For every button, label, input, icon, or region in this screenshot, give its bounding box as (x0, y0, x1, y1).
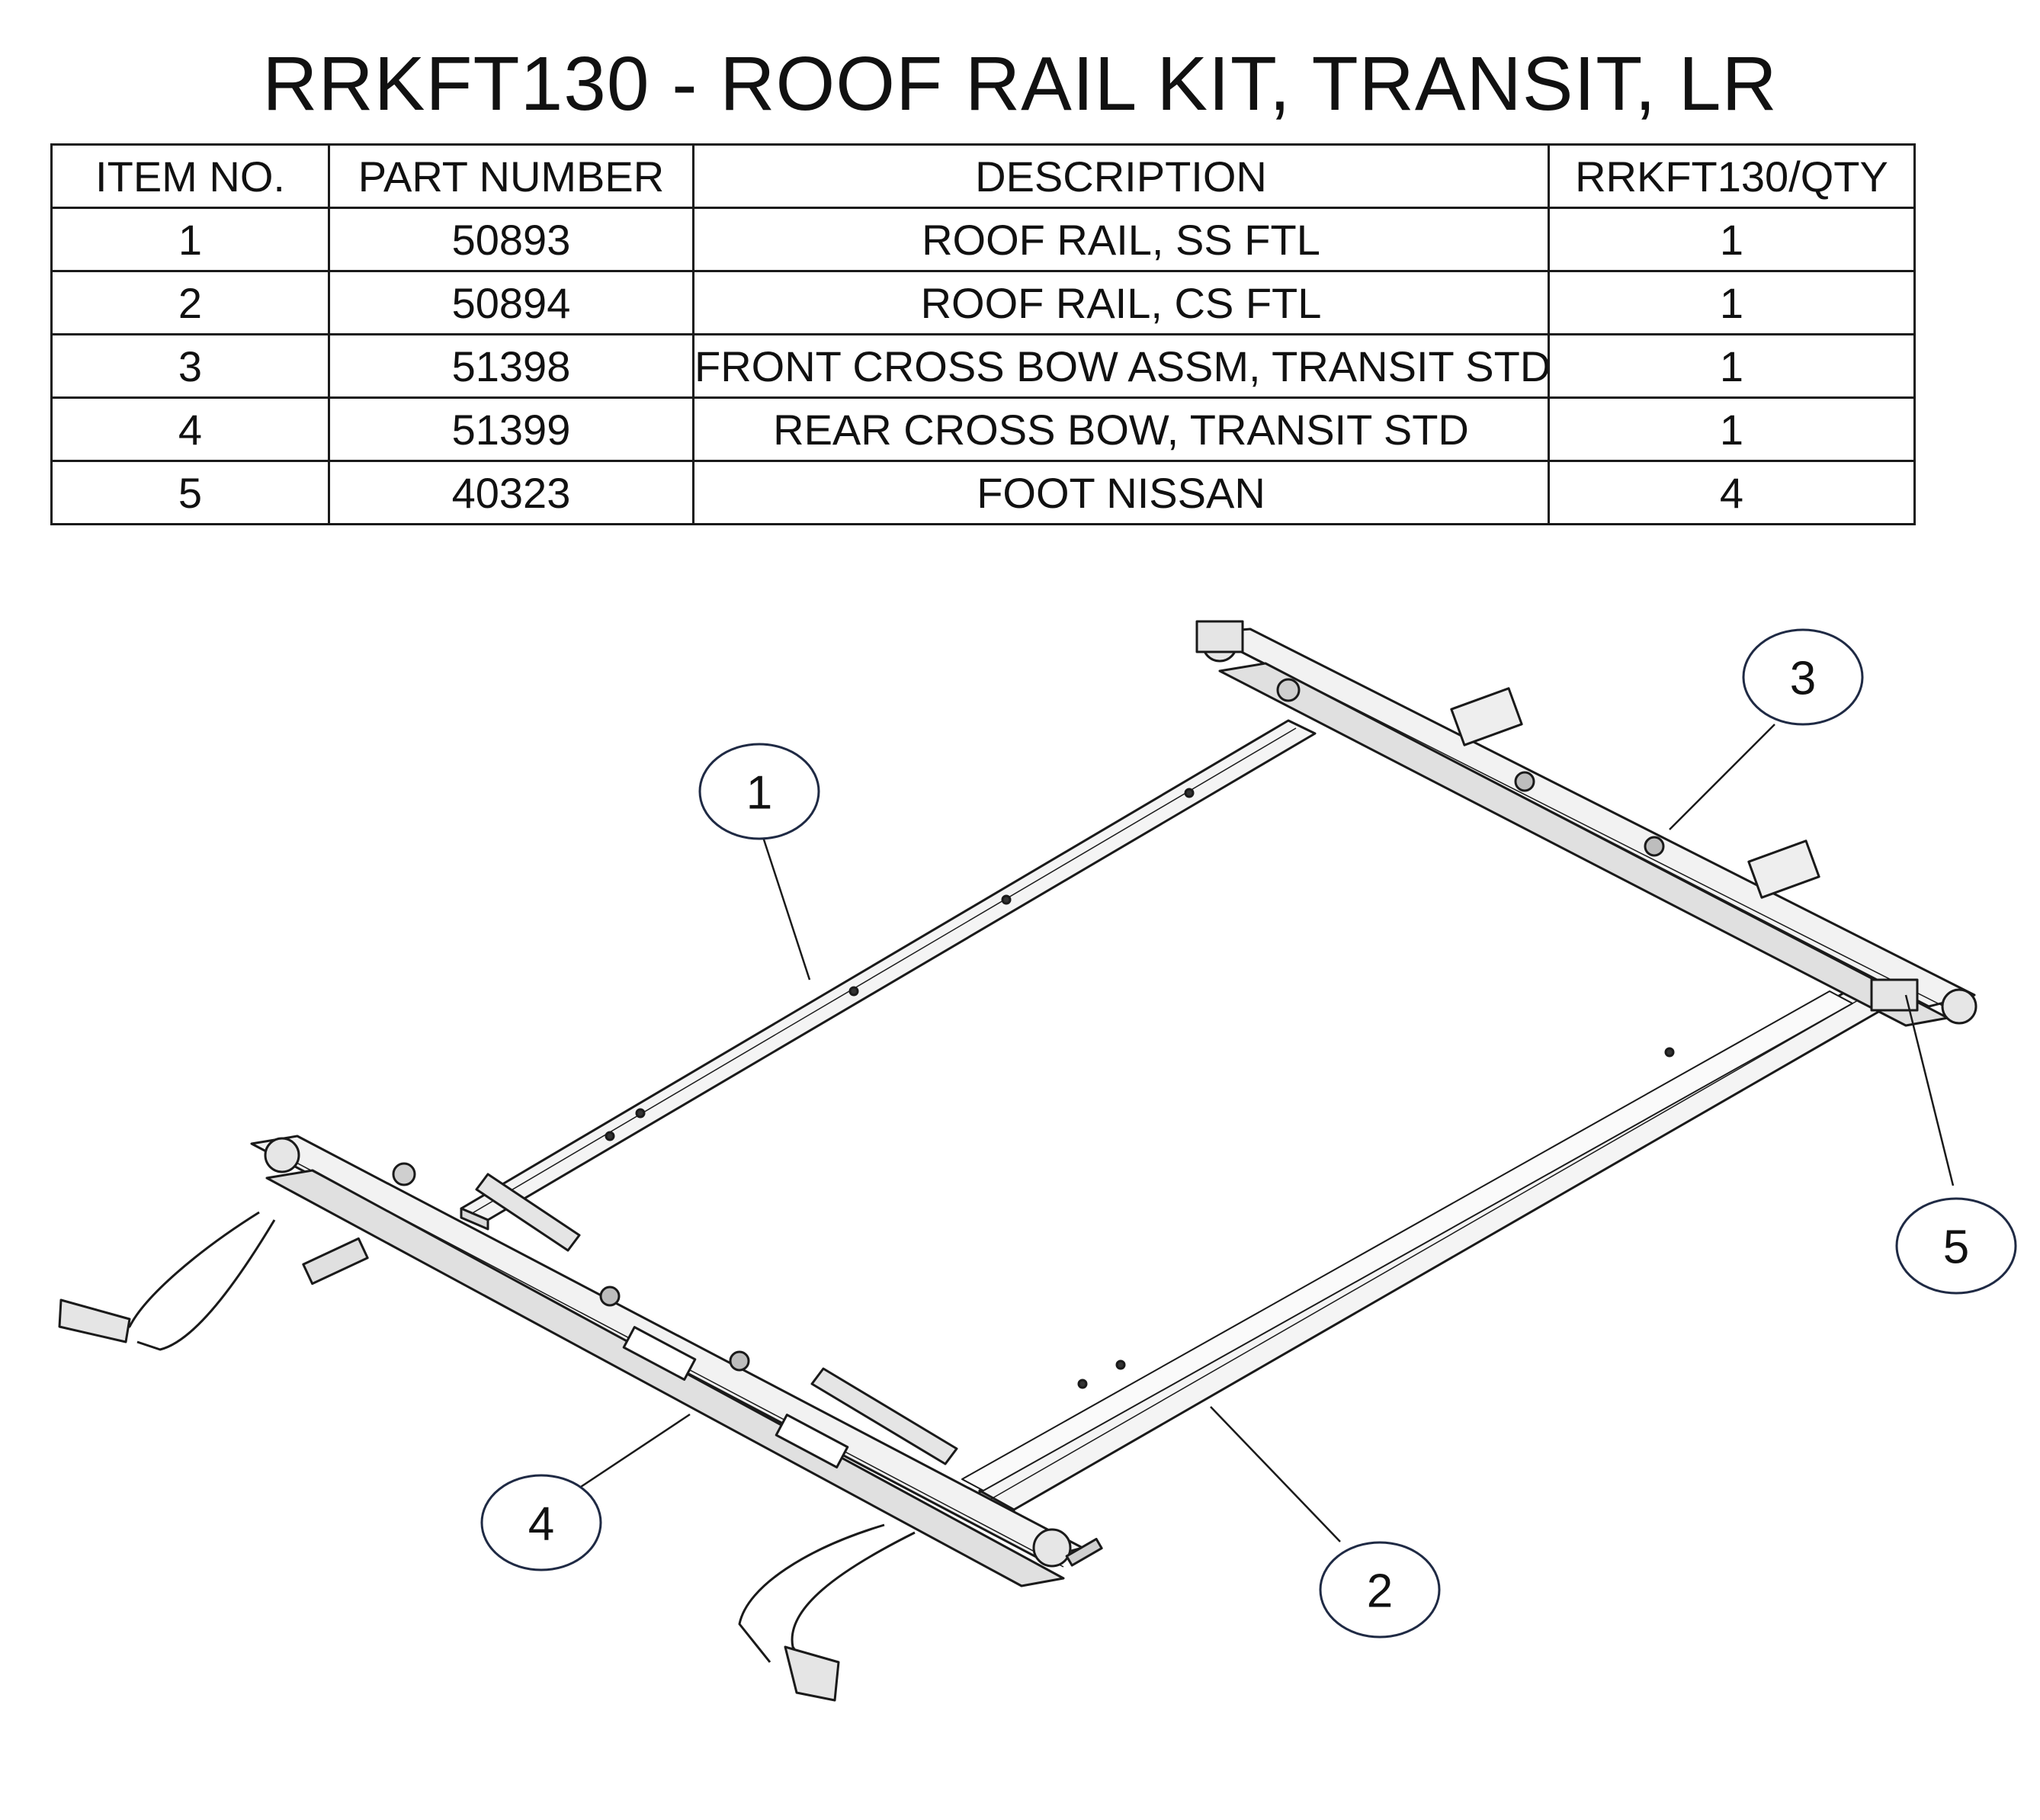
rear-cross-bow (250, 1135, 1084, 1587)
page-title: RRKFT130 - ROOF RAIL KIT, TRANSIT, LR (262, 41, 1778, 127)
roof-rail-ss (460, 719, 1317, 1231)
leader-line-2 (1210, 1406, 1341, 1542)
callout-4-label: 4 (528, 1498, 554, 1551)
cell-item: 4 (50, 396, 330, 462)
header-description: DESCRIPTION (692, 143, 1550, 209)
front-cross-bow (1201, 626, 1977, 1027)
cell-item: 5 (50, 460, 330, 525)
callout-3-label: 3 (1790, 653, 1816, 705)
callout-5-bubble (1895, 1197, 2017, 1295)
callout-1-label: 1 (746, 767, 772, 820)
foot-nissan-rear-right (738, 1523, 1103, 1702)
cell-item: 3 (50, 333, 330, 399)
cell-qty: 1 (1548, 207, 1916, 272)
cell-part: 51399 (328, 396, 694, 462)
header-part-number: PART NUMBER (328, 143, 694, 209)
callout-2-label: 2 (1367, 1565, 1393, 1618)
callout-1-bubble (698, 743, 820, 840)
cell-part: 51398 (328, 333, 694, 399)
cell-part: 50893 (328, 207, 694, 272)
header-item-no: ITEM NO. (50, 143, 330, 209)
callout-5-label: 5 (1943, 1221, 1969, 1274)
cell-description: FRONT CROSS BOW ASSM, TRANSIT STD (692, 333, 1550, 399)
leader-line-1 (761, 834, 811, 981)
cell-description: ROOF RAIL, SS FTL (692, 207, 1550, 272)
table-row: 2 50894 ROOF RAIL, CS FTL 1 (50, 270, 1916, 335)
foot-nissan-rear-left (58, 1211, 369, 1351)
cell-qty: 4 (1548, 460, 1916, 525)
callout-3-bubble (1742, 628, 1864, 726)
cell-part: 50894 (328, 270, 694, 335)
cell-description: REAR CROSS BOW, TRANSIT STD (692, 396, 1550, 462)
bill-of-materials-table: ITEM NO. PART NUMBER DESCRIPTION RRKFT13… (50, 143, 1916, 525)
roof-rail-cs (961, 982, 1896, 1522)
cell-description: FOOT NISSAN (692, 460, 1550, 525)
foot-nissan-front-left (1195, 620, 1244, 653)
cell-qty: 1 (1548, 333, 1916, 399)
cell-qty: 1 (1548, 270, 1916, 335)
foot-nissan-front-right (1870, 978, 1919, 1012)
table-row: 5 40323 FOOT NISSAN 4 (50, 460, 1916, 525)
table-row: 1 50893 ROOF RAIL, SS FTL 1 (50, 207, 1916, 272)
table-row: 4 51399 REAR CROSS BOW, TRANSIT STD 1 (50, 396, 1916, 462)
cell-item: 2 (50, 270, 330, 335)
leader-line-4 (580, 1413, 691, 1488)
leader-line-3 (1669, 724, 1775, 830)
cell-description: ROOF RAIL, CS FTL (692, 270, 1550, 335)
callout-2-bubble (1319, 1541, 1441, 1639)
cell-part: 40323 (328, 460, 694, 525)
leader-line-5 (1904, 994, 1955, 1186)
table-row: 3 51398 FRONT CROSS BOW ASSM, TRANSIT ST… (50, 333, 1916, 399)
table-header-row: ITEM NO. PART NUMBER DESCRIPTION RRKFT13… (50, 143, 1916, 209)
cell-qty: 1 (1548, 396, 1916, 462)
cell-item: 1 (50, 207, 330, 272)
callout-4-bubble (480, 1474, 602, 1571)
header-qty: RRKFT130/QTY (1548, 143, 1916, 209)
